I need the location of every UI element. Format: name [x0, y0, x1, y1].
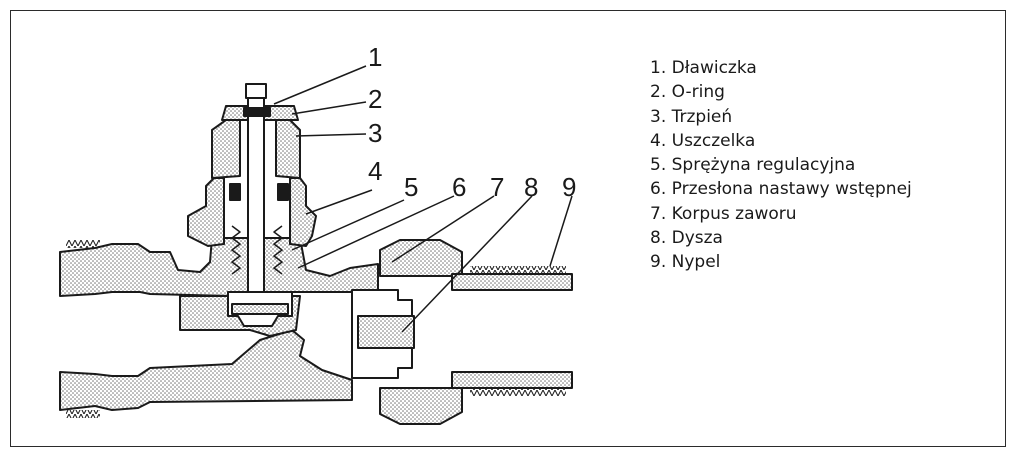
callout-3: 3	[368, 118, 383, 148]
legend-item: 6. Przesłona nastawy wstępnej	[650, 179, 912, 200]
legend-item: 2. O-ring	[650, 82, 725, 103]
leader-line-9	[549, 195, 573, 267]
callout-2: 2	[368, 84, 383, 114]
legend-item: 1. Dławiczka	[650, 58, 757, 78]
leader-line-1	[273, 65, 367, 105]
nipple-upper-wall	[451, 273, 573, 291]
valve-disc-seal	[231, 303, 289, 315]
union-nut	[379, 239, 463, 277]
gland-housing-left	[211, 119, 241, 179]
gland-housing-right	[275, 119, 301, 179]
leader-line-4	[305, 189, 373, 215]
callout-9: 9	[562, 172, 577, 202]
leader-line-7	[391, 195, 495, 263]
legend-item: 3. Trzpień	[650, 106, 733, 127]
left-inlet-lower-wall	[59, 329, 353, 411]
inlet-thread-top	[66, 240, 100, 248]
leader-line-2	[291, 101, 367, 115]
inlet-thread-bottom	[66, 410, 100, 418]
legend-item: 9. Nypel	[650, 252, 721, 273]
valve-stem	[247, 91, 265, 303]
callout-6: 6	[452, 172, 467, 202]
legend-item: 5. Sprężyna regulacyjna	[650, 155, 856, 176]
gland-packing	[243, 107, 271, 117]
regulating-spring-right	[273, 225, 283, 275]
nozzle-core	[357, 315, 415, 349]
nipple-thread-top	[470, 266, 566, 274]
leader-line-8	[401, 195, 533, 333]
nipple-thread-bottom	[470, 388, 566, 396]
left-inlet-upper-wall	[59, 237, 379, 297]
callout-1: 1	[368, 42, 383, 72]
callout-5: 5	[404, 172, 419, 202]
union-nut-lower	[379, 387, 463, 425]
valve-bonnet	[187, 177, 225, 247]
leader-line-6	[297, 195, 455, 269]
o-ring-left	[229, 183, 241, 201]
leader-line-3	[295, 133, 367, 137]
legend-item: 4. Uszczelka	[650, 130, 756, 151]
callout-7: 7	[490, 172, 505, 202]
leader-line-5	[291, 199, 405, 251]
legend-item: 7. Korpus zaworu	[650, 203, 797, 224]
callout-4: 4	[368, 156, 383, 186]
regulating-spring-left	[231, 225, 241, 275]
callout-8: 8	[524, 172, 539, 202]
parts-legend: 1. Dławiczka 2. O-ring 3. Trzpień 4. Usz…	[650, 56, 912, 275]
stem-top	[245, 83, 267, 99]
legend-item: 8. Dysza	[650, 228, 723, 249]
nipple-lower-wall	[451, 371, 573, 389]
o-ring-right	[277, 183, 289, 201]
